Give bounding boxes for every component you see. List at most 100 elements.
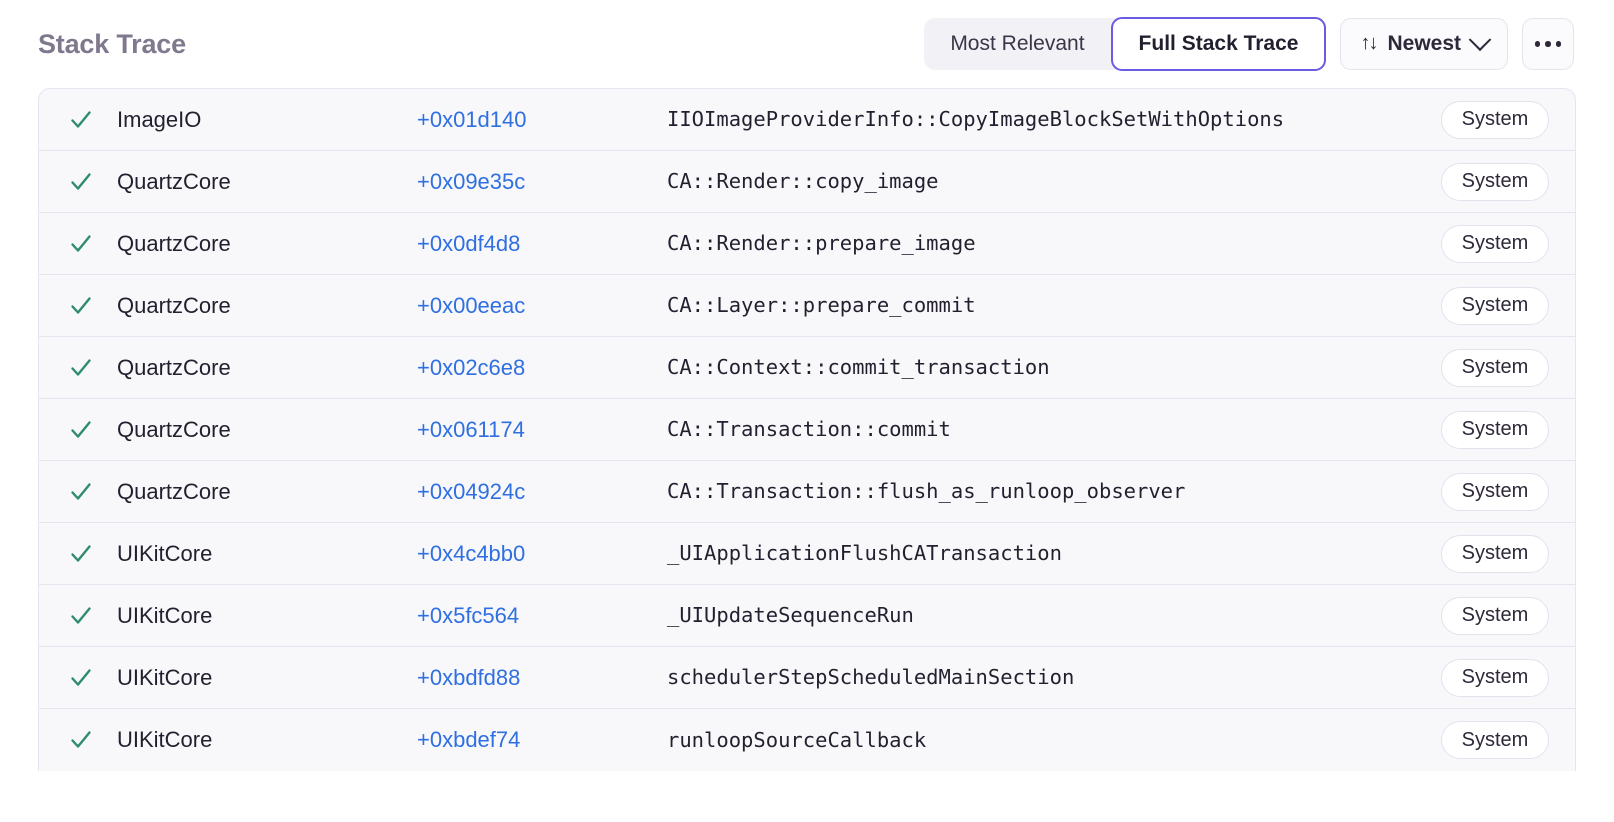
frame-offset[interactable]: +0x09e35c	[417, 168, 526, 194]
frame-symbol: CA::Context::commit_transaction	[667, 355, 1050, 380]
frame-origin-cell: System	[1415, 721, 1575, 759]
frame-status-cell	[39, 356, 117, 380]
frame-origin-cell: System	[1415, 348, 1575, 387]
tab-most-relevant[interactable]: Most Relevant	[924, 18, 1110, 70]
frame-origin-cell: System	[1415, 472, 1575, 511]
frame-module: QuartzCore	[117, 168, 231, 194]
frame-status-cell	[39, 542, 117, 566]
table-row[interactable]: QuartzCore +0x02c6e8 CA::Context::commit_t…	[39, 337, 1575, 399]
frame-symbol: _UIApplicationFlushCATransaction	[667, 541, 1062, 566]
header-controls: Most Relevant Full Stack Trace ↑↓ Newest	[924, 17, 1574, 71]
more-options-button[interactable]	[1522, 18, 1574, 70]
ellipsis-icon-dot-3	[1555, 41, 1562, 47]
status-badge: System	[1440, 721, 1550, 759]
frame-symbol: schedulerStepScheduledMainSection	[667, 665, 1075, 690]
frame-module: UIKitCore	[117, 540, 213, 566]
frame-symbol: CA::Render::prepare_image	[667, 231, 976, 256]
frame-origin-cell: System	[1415, 658, 1575, 697]
check-icon	[71, 172, 91, 190]
frame-status-cell	[39, 666, 117, 690]
frame-symbol: CA::Transaction::commit	[667, 417, 951, 442]
table-row[interactable]: QuartzCore +0x04924c CA::Transaction::flus…	[39, 461, 1575, 523]
ellipsis-icon	[1534, 41, 1541, 47]
table-row[interactable]: UIKitCore +0xbdef74 runloopSourceCallback S…	[39, 709, 1575, 771]
frame-offset[interactable]: +0x5fc564	[417, 602, 520, 628]
frame-origin-cell: System	[1415, 596, 1575, 635]
frame-offset[interactable]: +0xbdfd88	[417, 664, 521, 690]
frame-module: UIKitCore	[117, 727, 213, 752]
check-icon	[71, 234, 91, 252]
frame-offset[interactable]: +0x4c4bb0	[417, 540, 526, 566]
status-badge: System	[1440, 410, 1550, 449]
sort-button[interactable]: ↑↓ Newest	[1340, 18, 1508, 70]
chevron-down-icon	[1468, 28, 1492, 52]
frame-symbol: CA::Transaction::flush_as_runloop_observ…	[667, 479, 1186, 504]
status-badge: System	[1440, 224, 1550, 263]
frame-offset[interactable]: +0x02c6e8	[417, 354, 526, 380]
frame-offset[interactable]: +0x01d140	[417, 106, 527, 132]
frame-module: QuartzCore	[117, 416, 231, 442]
frame-symbol: CA::Layer::prepare_commit	[667, 293, 976, 318]
frame-origin-cell: System	[1415, 410, 1575, 449]
frame-offset[interactable]: +0xbdef74	[417, 727, 521, 752]
frame-origin-cell: System	[1415, 224, 1575, 263]
frame-origin-cell: System	[1415, 286, 1575, 325]
frame-status-cell	[39, 728, 117, 752]
frame-status-cell	[39, 170, 117, 194]
status-badge: System	[1440, 658, 1550, 697]
frame-origin-cell: System	[1415, 100, 1575, 139]
frame-offset[interactable]: +0x04924c	[417, 478, 526, 504]
check-icon	[71, 110, 91, 128]
panel-header: Stack Trace Most Relevant Full Stack Tra…	[0, 0, 1614, 88]
frame-module: QuartzCore	[117, 354, 231, 380]
frame-status-cell	[39, 108, 117, 132]
table-row[interactable]: UIKitCore +0x4c4bb0 _UIApplicationFlushCAT…	[39, 523, 1575, 585]
check-icon	[71, 296, 91, 314]
status-badge: System	[1440, 596, 1550, 635]
ellipsis-icon-dot-2	[1545, 41, 1551, 47]
table-row[interactable]: QuartzCore +0x0df4d8 CA::Render::prepare_i…	[39, 213, 1575, 275]
frame-status-cell	[39, 480, 117, 504]
tab-full-stack-trace[interactable]: Full Stack Trace	[1110, 17, 1327, 71]
frame-module: QuartzCore	[117, 292, 231, 318]
frame-symbol: runloopSourceCallback	[667, 727, 927, 752]
frame-offset[interactable]: +0x00eeac	[417, 292, 526, 318]
check-icon	[71, 482, 91, 500]
frame-offset[interactable]: +0x061174	[417, 416, 525, 442]
page-title: Stack Trace	[38, 28, 186, 59]
status-badge: System	[1440, 162, 1550, 201]
table-row[interactable]: QuartzCore +0x09e35c CA::Render::copy_imag…	[39, 151, 1575, 213]
frame-origin-cell: System	[1415, 534, 1575, 573]
frame-status-cell	[39, 418, 117, 442]
frame-module: QuartzCore	[117, 230, 231, 256]
table-row[interactable]: QuartzCore +0x061174 CA::Transaction::comm…	[39, 399, 1575, 461]
table-row[interactable]: ImageIO +0x01d140 IIOImageProviderInfo::Co…	[39, 89, 1575, 151]
status-badge: System	[1440, 348, 1550, 387]
status-badge: System	[1440, 100, 1550, 139]
check-icon	[71, 544, 91, 562]
sort-label: Newest	[1387, 32, 1461, 55]
frame-module: ImageIO	[117, 106, 202, 132]
check-icon	[71, 731, 91, 748]
check-icon	[71, 606, 91, 624]
frame-module: QuartzCore	[117, 478, 231, 504]
sort-arrows-icon: ↑↓	[1360, 32, 1378, 54]
frame-module: UIKitCore	[117, 664, 213, 690]
frame-offset[interactable]: +0x0df4d8	[417, 230, 521, 256]
frame-status-cell	[39, 604, 117, 628]
status-badge: System	[1440, 286, 1550, 325]
frame-symbol: CA::Render::copy_image	[667, 169, 939, 194]
check-icon	[71, 358, 91, 376]
status-badge: System	[1440, 534, 1550, 573]
table-row[interactable]: UIKitCore +0xbdfd88 schedulerStepScheduled…	[39, 647, 1575, 709]
check-icon	[71, 420, 91, 438]
frame-module: UIKitCore	[117, 602, 213, 628]
table-row[interactable]: QuartzCore +0x00eeac CA::Layer::prepare_co…	[39, 275, 1575, 337]
frame-status-cell	[39, 294, 117, 318]
stack-view-segmented-control[interactable]: Most Relevant Full Stack Trace	[924, 17, 1327, 71]
status-badge: System	[1440, 472, 1550, 511]
frame-status-cell	[39, 232, 117, 256]
frame-symbol: IIOImageProviderInfo::CopyImageBlockSetW…	[667, 107, 1285, 132]
